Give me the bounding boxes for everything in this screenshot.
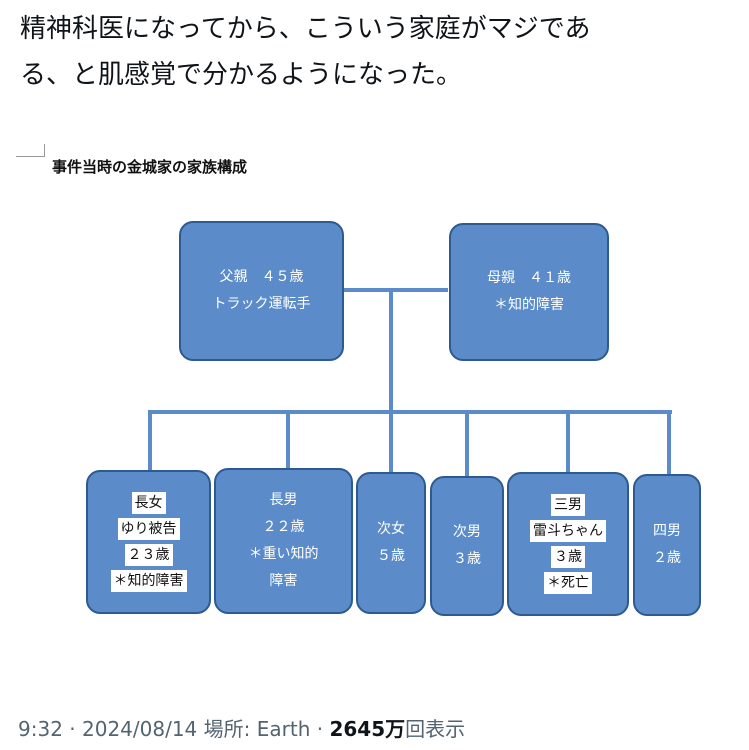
post-text: 精神科医になってから、こういう家庭がマジであ る、と肌感覚で分かるようになった。 xyxy=(20,6,720,98)
corner-crop-mark xyxy=(16,144,45,157)
third-son-line-4: ＊死亡 xyxy=(544,572,592,594)
post-text-line-2: る、と肌感覚で分かるようになった。 xyxy=(20,60,463,90)
parent-connector-line xyxy=(344,288,448,292)
third-son-line-2: 雷斗ちゃん xyxy=(530,520,606,542)
child-node-second-daughter: 次女 ５歳 xyxy=(356,472,426,614)
view-count: 2645万 xyxy=(329,717,406,741)
post-time[interactable]: 9:32 xyxy=(18,717,63,741)
eldest-son-line-4: 障害 xyxy=(269,573,298,589)
separator: · xyxy=(310,717,330,741)
mother-line-2: ＊知的障害 xyxy=(494,297,564,313)
eldest-daughter-line-2: ゆり被告 xyxy=(117,518,180,540)
father-node: 父親 ４５歳 トラック運転手 xyxy=(179,221,344,361)
second-daughter-line-2: ５歳 xyxy=(377,548,405,564)
eldest-daughter-line-1: 長女 xyxy=(131,492,166,514)
eldest-son-line-2: ２２歳 xyxy=(262,519,305,535)
drop-line-1 xyxy=(148,410,152,470)
drop-line-4 xyxy=(465,410,469,476)
drop-line-5 xyxy=(566,410,570,472)
second-son-line-2: ３歳 xyxy=(453,551,481,567)
trunk-connector-line xyxy=(389,288,393,414)
drop-line-3 xyxy=(389,410,393,472)
location-label: 場所: xyxy=(197,717,257,741)
diagram-title: 事件当時の金城家の家族構成 xyxy=(52,158,248,176)
child-node-second-son: 次男 ３歳 xyxy=(430,476,504,616)
third-son-line-1: 三男 xyxy=(551,494,585,516)
mother-line-1: 母親 ４１歳 xyxy=(487,270,571,286)
post-metadata: 9:32 · 2024/08/14 場所: Earth · 2645万回表示 xyxy=(18,713,465,742)
child-node-third-son: 三男 雷斗ちゃん ３歳 ＊死亡 xyxy=(507,472,629,616)
second-son-line-1: 次男 xyxy=(453,524,481,540)
view-count-suffix: 回表示 xyxy=(405,717,466,741)
child-node-fourth-son: 四男 ２歳 xyxy=(633,474,701,616)
drop-line-6 xyxy=(667,410,671,474)
second-daughter-line-1: 次女 xyxy=(377,521,405,537)
post-date[interactable]: 2024/08/14 xyxy=(82,717,198,741)
eldest-son-line-1: 長男 xyxy=(269,492,298,508)
post-text-line-1: 精神科医になってから、こういう家庭がマジであ xyxy=(20,14,591,44)
eldest-son-line-3: ＊重い知的 xyxy=(248,546,319,562)
mother-node: 母親 ４１歳 ＊知的障害 xyxy=(449,223,609,361)
father-line-1: 父親 ４５歳 xyxy=(219,269,304,285)
eldest-daughter-line-3: ２３歳 xyxy=(124,544,173,566)
family-diagram-image[interactable]: 事件当時の金城家の家族構成 父親 ４５歳 トラック運転手 母親 ４１歳 ＊知的障… xyxy=(0,138,749,660)
child-node-eldest-son: 長男 ２２歳 ＊重い知的 障害 xyxy=(214,468,353,614)
fourth-son-line-1: 四男 xyxy=(653,523,681,539)
location-value: Earth xyxy=(256,717,311,741)
children-connector-line xyxy=(148,410,672,414)
separator: · xyxy=(62,717,82,741)
child-node-eldest-daughter: 長女 ゆり被告 ２３歳 ＊知的障害 xyxy=(86,470,211,614)
third-son-line-3: ３歳 xyxy=(551,546,585,568)
eldest-daughter-line-4: ＊知的障害 xyxy=(110,570,187,592)
father-line-2: トラック運転手 xyxy=(212,296,311,312)
drop-line-2 xyxy=(286,410,290,468)
fourth-son-line-2: ２歳 xyxy=(653,550,681,566)
